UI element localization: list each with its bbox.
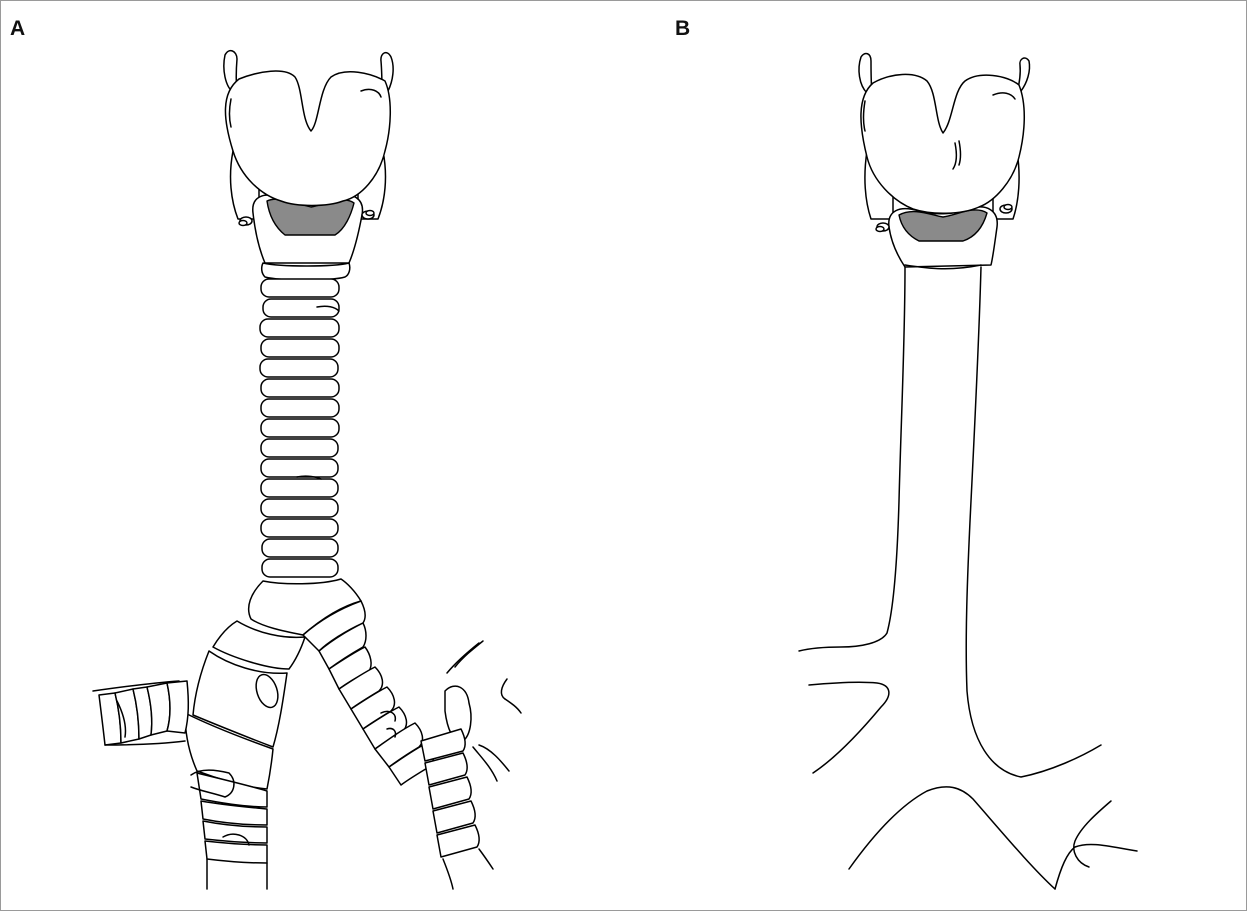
panel-a-drawing	[93, 51, 521, 889]
b-trachea-left-wall	[799, 267, 905, 651]
b-bronchi-outlines	[809, 682, 1137, 889]
a-tracheal-rings	[260, 263, 350, 577]
a-left-bronchus	[303, 601, 433, 785]
b-trachea-right-wall	[966, 267, 1101, 777]
panel-b-drawing	[799, 54, 1137, 889]
a-right-bronchus	[185, 621, 305, 889]
a-left-lower-bronchus	[421, 641, 521, 889]
a-upper-lobe-bronchus	[93, 681, 188, 745]
